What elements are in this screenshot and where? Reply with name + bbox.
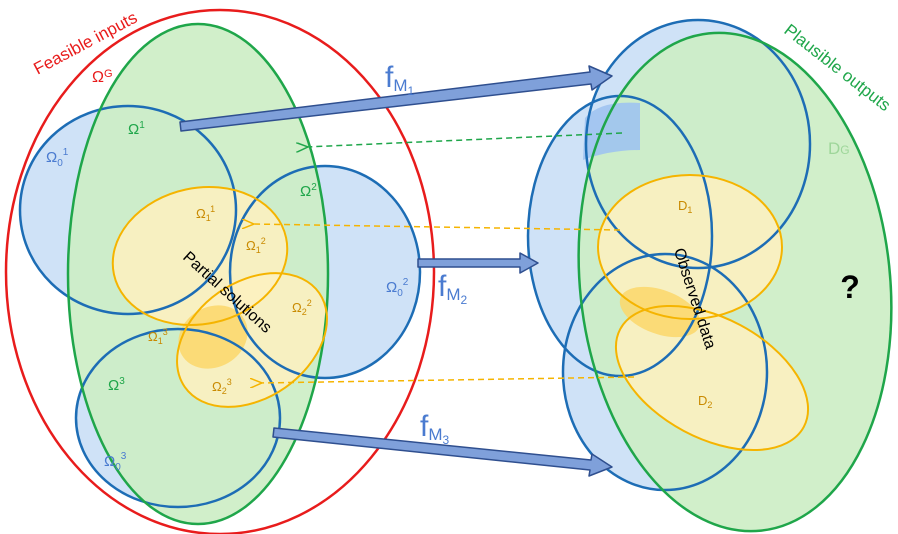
input-space	[4, 8, 436, 534]
f-m1-label: fM1	[385, 61, 415, 98]
omega0-3-circle	[74, 327, 282, 509]
partial-solution-1	[111, 186, 289, 326]
unknown-question-mark: ?	[840, 269, 860, 305]
omega1-3-label: Ω13	[148, 327, 168, 346]
inverse-arrow-gold-top	[252, 224, 621, 231]
d1-ellipse	[597, 174, 783, 320]
inverse-arrows	[252, 132, 635, 383]
d1-label: D1	[678, 198, 692, 215]
f-m2-label: fM2	[438, 270, 468, 307]
d2-label: D2	[698, 393, 712, 410]
f-m2-arrow	[417, 252, 539, 274]
output-blue-top	[584, 18, 812, 270]
omega1-label: Ω1	[128, 120, 145, 138]
f-m3-arrow	[272, 427, 613, 477]
partial-solution-2	[176, 272, 328, 408]
omega-g-ellipse	[66, 22, 330, 526]
d2-ellipse	[614, 304, 810, 452]
omega0-1-circle	[18, 104, 238, 316]
d-g-label: DG	[828, 139, 850, 158]
inverse-arrow-green	[306, 132, 623, 147]
d-intersection	[619, 286, 701, 338]
omega2-2-label: Ω22	[292, 298, 312, 317]
f-m3-label: fM3	[420, 410, 450, 447]
output-blue-bottom	[561, 252, 769, 492]
output-space	[526, 18, 893, 533]
plausible-outputs-ellipse	[577, 31, 893, 533]
omega0-2-label: Ω02	[386, 277, 409, 299]
omega0-1-label: Ω01	[46, 147, 69, 169]
omega1-1-label: Ω11	[196, 204, 215, 223]
omega0-2-circle	[228, 164, 422, 380]
partial-intersection	[178, 305, 248, 369]
omega2-label: Ω2	[300, 182, 317, 200]
omega0-3-label: Ω03	[104, 451, 127, 473]
d1-ellipse-fill	[598, 175, 782, 319]
inverse-arrow-gold-bottom	[260, 376, 635, 383]
omega1-2-label: Ω12	[246, 236, 266, 255]
f-m1-arrow	[179, 65, 613, 132]
omega-g-label: ΩG	[92, 68, 113, 86]
omega2-3-label: Ω23	[212, 377, 232, 396]
feasible-inputs-ellipse	[4, 8, 436, 534]
forward-arrows	[179, 65, 613, 477]
omega3-label: Ω3	[108, 376, 125, 394]
